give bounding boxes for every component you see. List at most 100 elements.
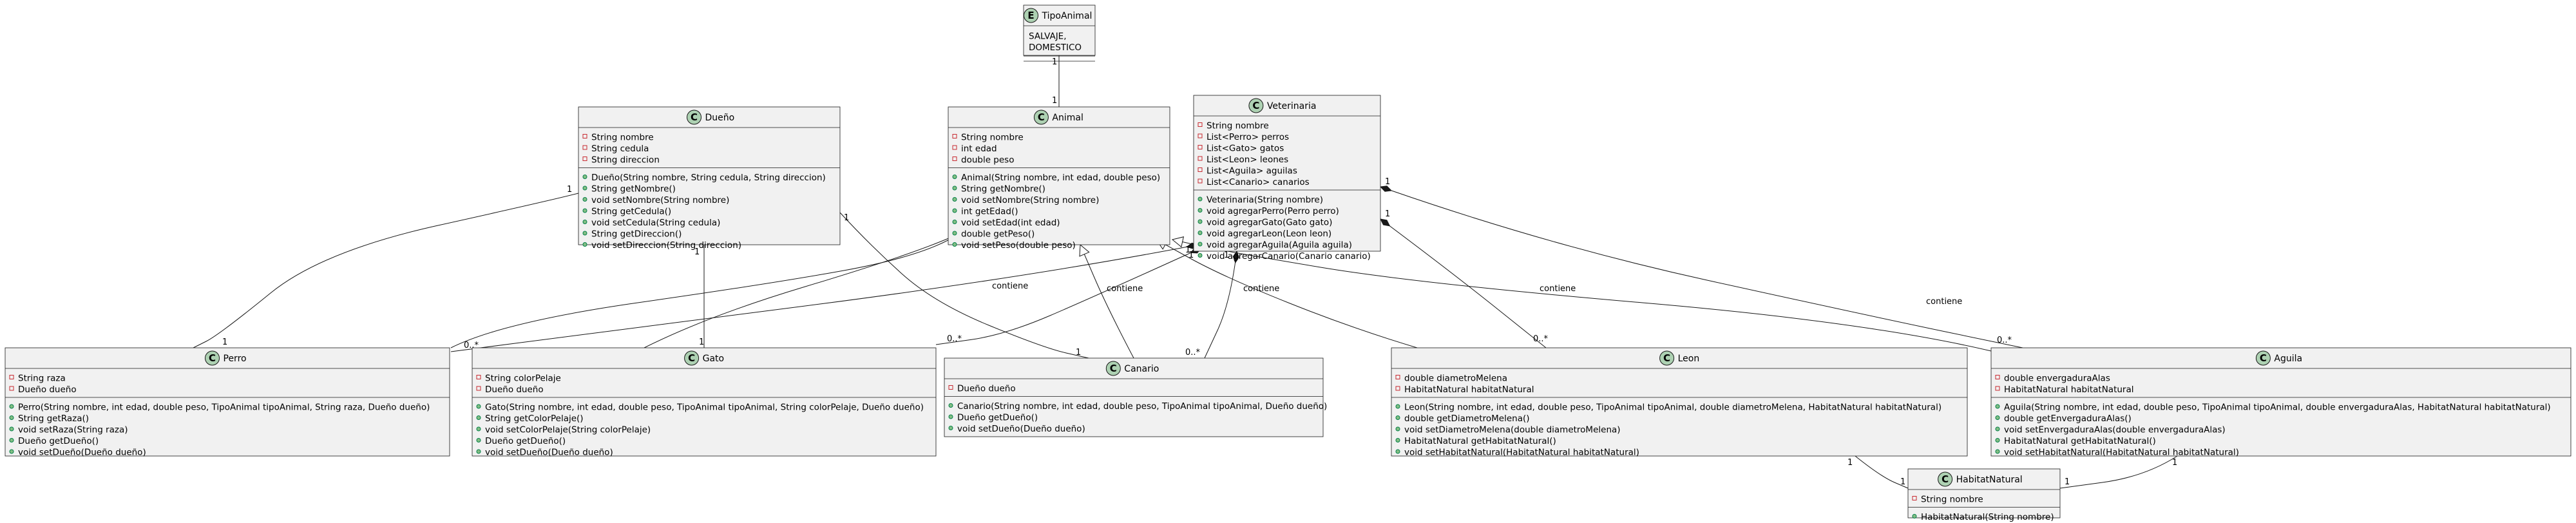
- multiplicity-to: 0..*: [1185, 348, 1201, 357]
- multiplicity-from: 1: [844, 213, 849, 223]
- class-field: String nombre: [1921, 495, 1983, 505]
- composition-diamond-icon: [1379, 185, 1393, 192]
- class-method: String getDireccion(): [591, 229, 682, 240]
- composition-diamond-icon: [1380, 218, 1391, 227]
- public-visibility-icon: [952, 242, 957, 247]
- public-visibility-icon: [948, 426, 953, 430]
- multiplicity-to: 1: [1052, 96, 1057, 106]
- class-method: void agregarPerro(Perro perro): [1207, 206, 1339, 216]
- class-field: Dueño dueño: [18, 385, 77, 395]
- class-field: HabitatNatural habitatNatural: [2004, 385, 2134, 395]
- class-field: String raza: [18, 374, 66, 384]
- multiplicity-from: 1: [1385, 177, 1390, 187]
- public-visibility-icon: [1197, 219, 1203, 224]
- class-badge-icon: [684, 350, 700, 366]
- public-visibility-icon: [476, 404, 481, 409]
- class-field: String cedula: [591, 144, 649, 154]
- public-visibility-icon: [952, 185, 957, 191]
- class-name: Dueño: [705, 113, 735, 123]
- relation-label: contiene: [1540, 284, 1576, 294]
- class-method: HabitatNatural getHabitatNatural(): [2004, 436, 2156, 446]
- class-method: double getPeso(): [961, 229, 1035, 240]
- relation-label: contiene: [992, 281, 1028, 291]
- private-visibility-icon: [1395, 386, 1400, 391]
- private-visibility-icon: [1395, 375, 1400, 379]
- multiplicity-to: 0..*: [1533, 334, 1549, 344]
- relation-dueno-canario: [839, 212, 1089, 359]
- relation-label: contiene: [1243, 284, 1279, 294]
- private-visibility-icon: [1197, 145, 1203, 149]
- class-method: String getNombre(): [591, 184, 676, 195]
- enum-badge-icon: [1024, 8, 1038, 23]
- class-method: Animal(String nombre, int edad, double p…: [961, 173, 1160, 183]
- public-visibility-icon: [476, 415, 481, 420]
- class-method: int getEdad(): [961, 207, 1018, 217]
- public-visibility-icon: [1395, 404, 1400, 409]
- class-method: void setCedula(String cedula): [591, 218, 720, 228]
- class-method: void setDiametroMelena(double diametroMe…: [1404, 425, 1621, 435]
- private-visibility-icon: [1912, 496, 1917, 500]
- class-field: double envergaduraAlas: [2004, 374, 2110, 384]
- public-visibility-icon: [1995, 415, 2000, 420]
- class-method: HabitatNatural getHabitatNatural(): [1404, 436, 1556, 446]
- class-method: String getCedula(): [591, 207, 671, 217]
- relation-aguila-habitat: [2059, 455, 2178, 489]
- class-field: double peso: [961, 155, 1014, 166]
- relation-canario-animal: [1079, 243, 1134, 359]
- class-name: TipoAnimal: [1042, 11, 1092, 21]
- public-visibility-icon: [582, 175, 587, 179]
- multiplicity-to: 1: [222, 338, 227, 347]
- private-visibility-icon: [476, 386, 481, 391]
- class-field: double diametroMelena: [1404, 374, 1507, 384]
- class-field: List<Canario> canarios: [1207, 177, 1310, 187]
- class-field: List<Perro> perros: [1207, 132, 1289, 142]
- private-visibility-icon: [1995, 386, 2000, 391]
- enum-value: DOMESTICO: [1029, 43, 1082, 53]
- class-method: String getNombre(): [961, 184, 1045, 195]
- class-method: void setNombre(String nombre): [961, 195, 1099, 205]
- multiplicity-from: 1: [2172, 458, 2177, 468]
- stereotype-letter: C: [209, 352, 216, 364]
- public-visibility-icon: [9, 426, 14, 432]
- class-method: Dueño getDueño(): [957, 413, 1038, 423]
- public-visibility-icon: [9, 404, 14, 409]
- class-method: void setEdad(int edad): [961, 218, 1060, 228]
- class-method: double getEnvergaduraAlas(): [2004, 414, 2132, 424]
- private-visibility-icon: [9, 375, 14, 379]
- public-visibility-icon: [582, 231, 587, 236]
- multiplicity-from: 1: [694, 247, 700, 257]
- multiplicity-to: 1: [1900, 477, 1905, 487]
- public-visibility-icon: [1395, 415, 1400, 420]
- private-visibility-icon: [952, 145, 957, 150]
- enum-value: SALVAJE,: [1029, 32, 1067, 42]
- class-method: HabitatNatural(String nombre): [1921, 512, 2054, 522]
- stereotype-letter: C: [1942, 473, 1949, 485]
- multiplicity-from: 1: [1224, 251, 1229, 260]
- class-method: void agregarAguila(Aguila aguila): [1207, 240, 1352, 251]
- private-visibility-icon: [1197, 178, 1203, 184]
- stereotype-letter: C: [1252, 100, 1259, 111]
- private-visibility-icon: [476, 375, 481, 379]
- public-visibility-icon: [476, 426, 481, 432]
- public-visibility-icon: [952, 208, 957, 213]
- class-method: void setDueño(Dueño dueño): [18, 448, 146, 458]
- class-field: String direccion: [591, 155, 660, 166]
- public-visibility-icon: [1395, 438, 1400, 442]
- class-badge-icon: [1033, 109, 1049, 125]
- public-visibility-icon: [952, 175, 957, 179]
- multiplicity-to: 1: [1076, 348, 1081, 357]
- class-badge-icon: [2255, 350, 2271, 366]
- public-visibility-icon: [476, 438, 481, 442]
- multiplicity-from: 1: [1847, 458, 1853, 468]
